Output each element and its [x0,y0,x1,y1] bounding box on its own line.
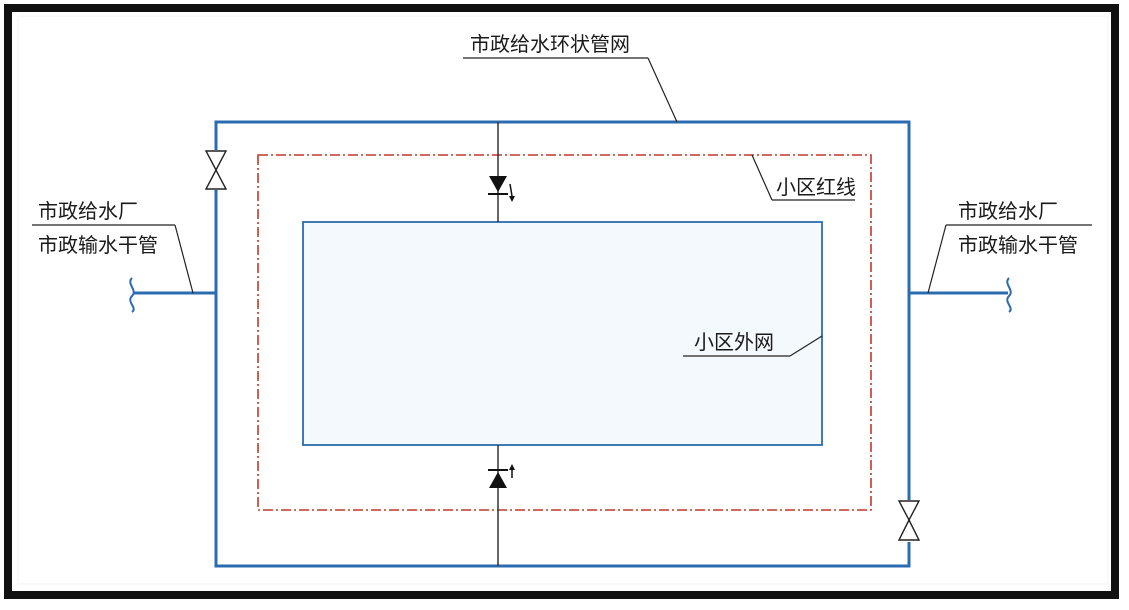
gate-valve-icon [204,150,228,190]
leader-left-source [32,224,194,294]
leader-ring-main [463,57,678,123]
left-source-label-2: 市政输水干管 [38,233,158,257]
inner-network-box [302,221,823,446]
leader-right-source [927,224,1092,294]
ring-main-pipe [214,120,911,568]
gate-valve-icon [897,500,921,542]
pipe-break-icon [1006,277,1012,313]
leader-inner-network [683,335,823,357]
check-valve-icon [488,464,515,488]
right-source-label-1: 市政给水厂 [958,199,1058,223]
canvas-bg [17,15,1109,585]
red-line-label: 小区红线 [776,175,856,199]
right-source-label-2: 市政输水干管 [958,233,1078,257]
ring-main-label: 市政给水环状管网 [470,32,630,56]
red-line-boundary [257,154,872,511]
check-valve-icon [488,176,515,202]
left-source-label-1: 市政给水厂 [38,199,138,223]
inner-network-label: 小区外网 [694,330,774,354]
outer-border [4,4,1119,599]
pipe-break-icon [129,277,135,313]
leader-red-line [751,154,855,201]
